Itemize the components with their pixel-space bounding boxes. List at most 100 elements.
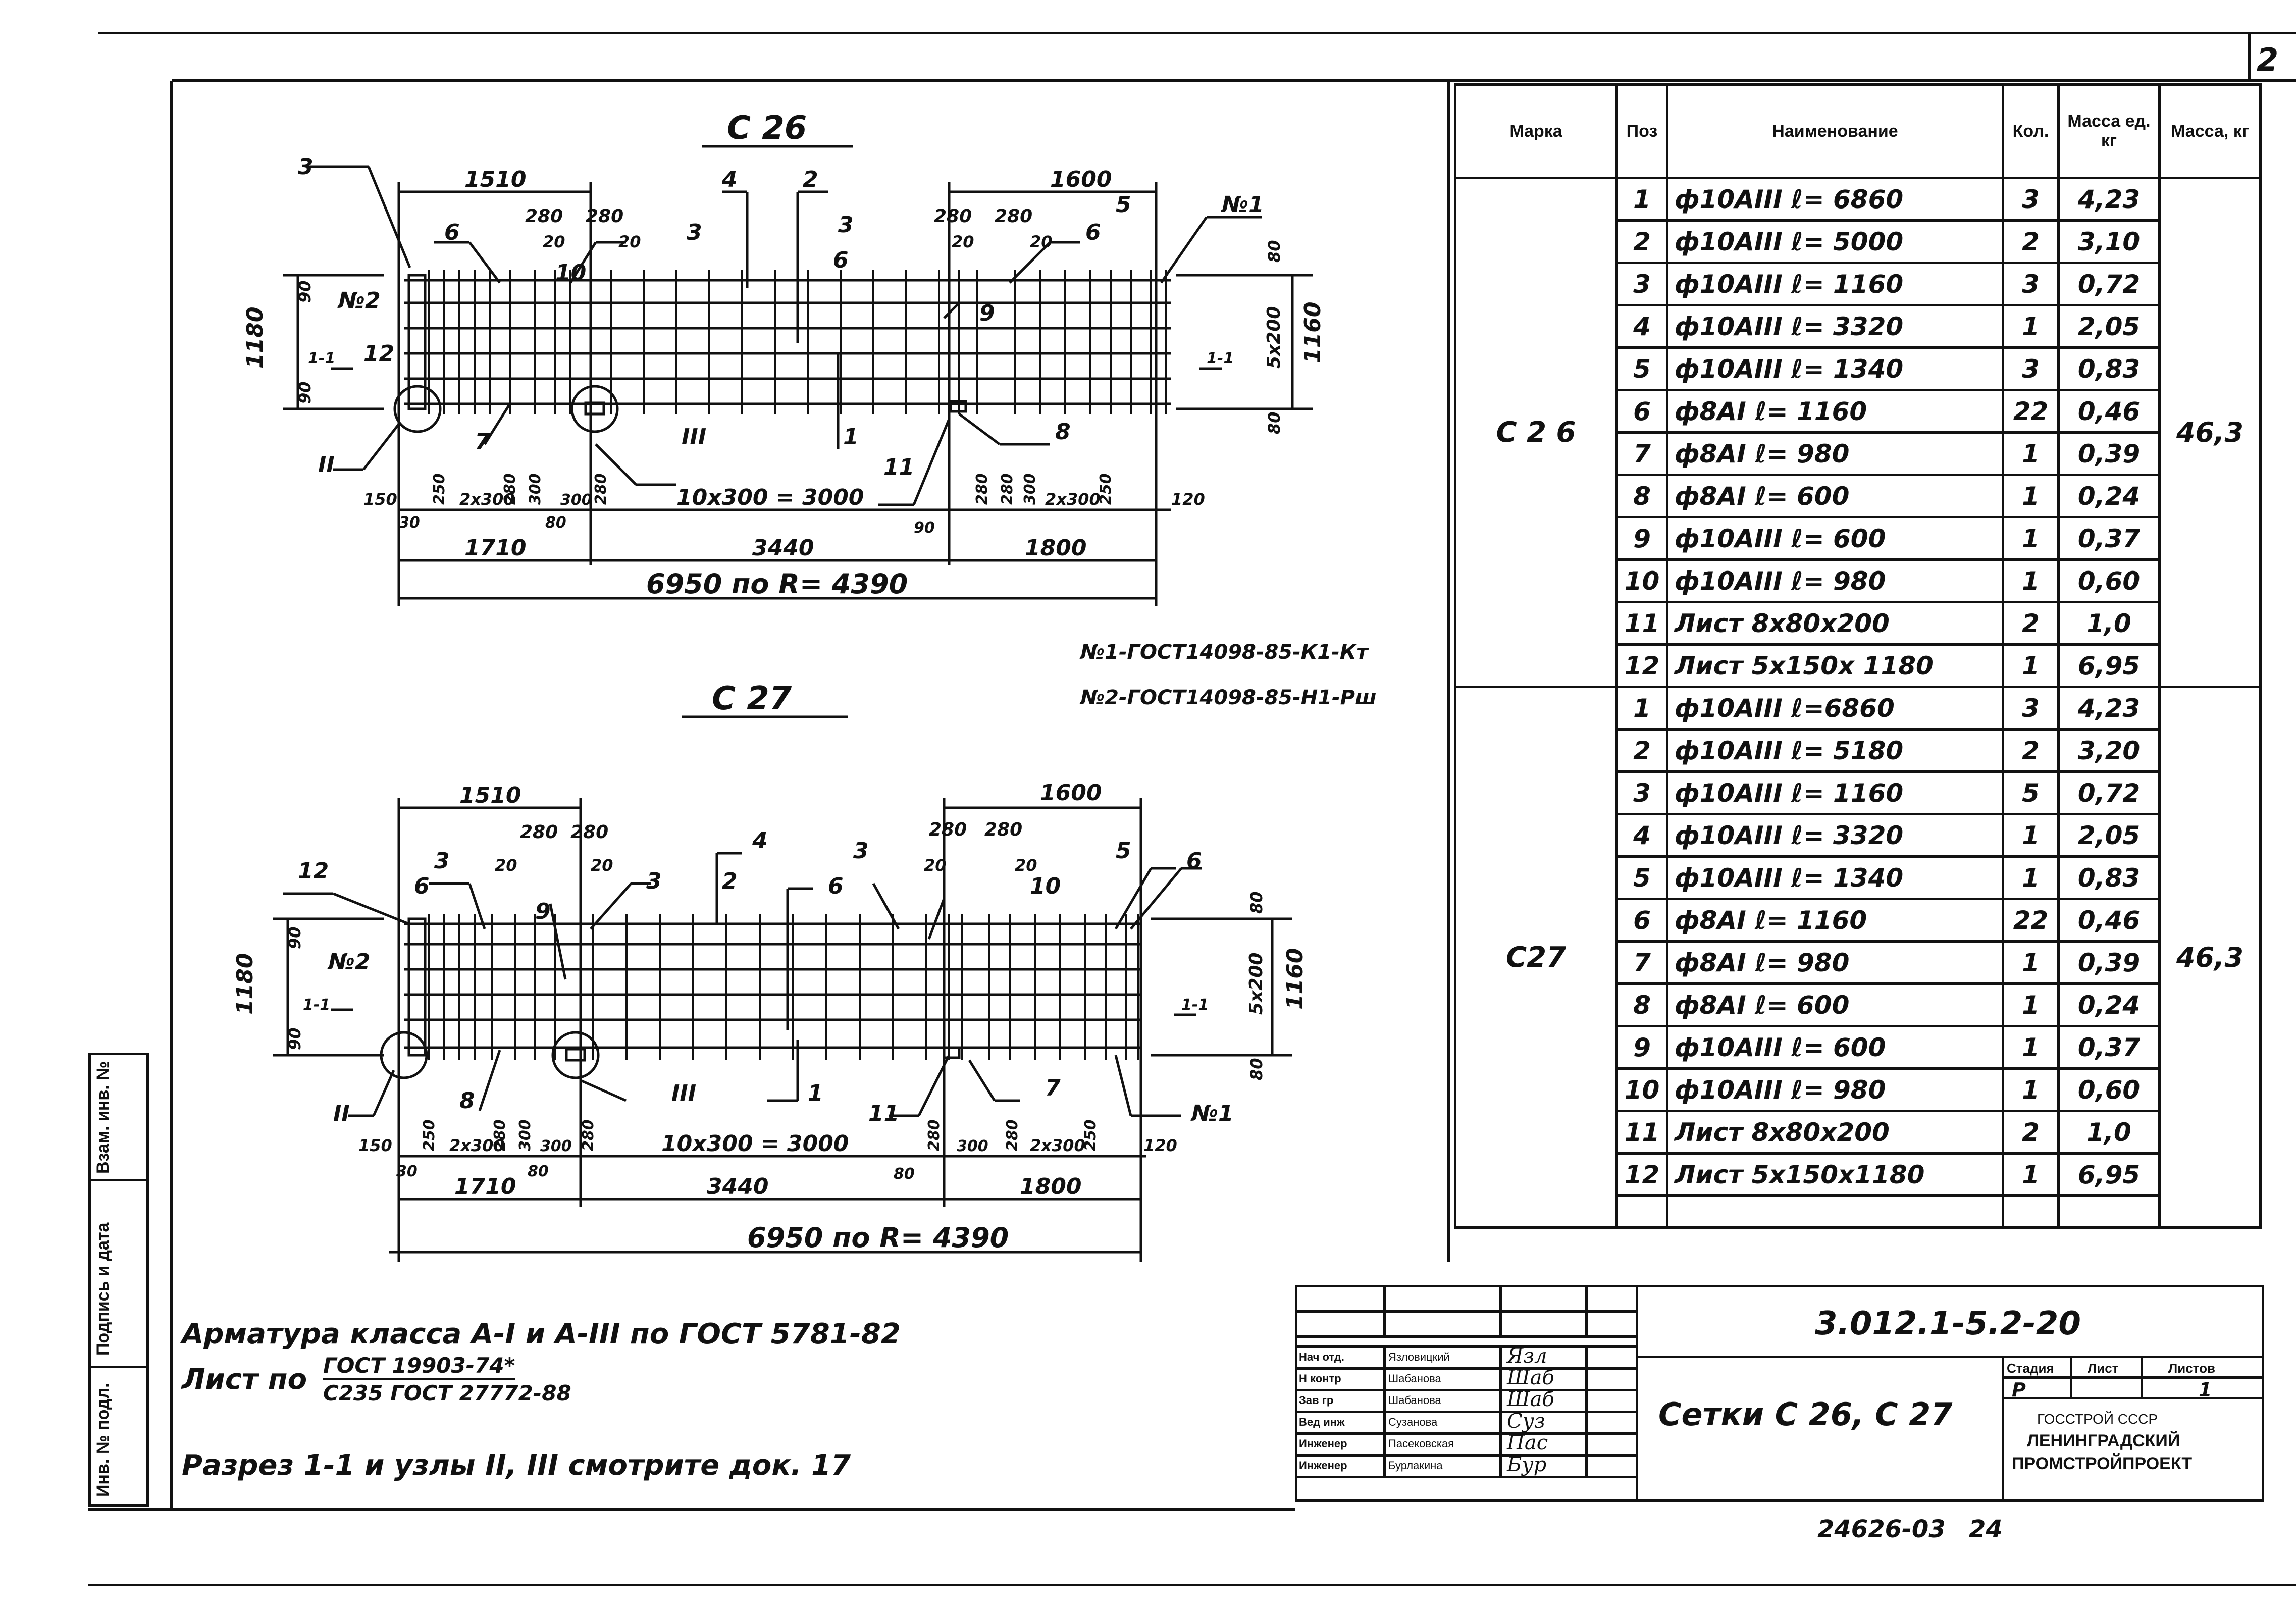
- pos-label: 8: [1055, 419, 1071, 445]
- pos-cell: 11: [1615, 1110, 1668, 1155]
- pos-label: 10: [1030, 873, 1061, 899]
- pos-label: 6: [828, 873, 844, 899]
- dim-label: 90: [285, 1027, 304, 1050]
- table-header-row: Марка Поз Наименование Кол. Масса ед. кг…: [1454, 83, 2262, 179]
- pos-label: 6: [833, 247, 849, 273]
- dim-label: 280: [525, 206, 563, 227]
- pos-cell: 8: [1615, 474, 1668, 518]
- name-cell: ф8АI ℓ= 600: [1666, 474, 2004, 518]
- sheet-number: 2: [2257, 41, 2278, 78]
- dim-label: 20: [618, 232, 641, 251]
- unit-mass-cell: 0,60: [2057, 1067, 2161, 1112]
- pos-label: 11: [883, 454, 914, 480]
- dim-label: 1600: [1050, 167, 1112, 192]
- dim-label: 150: [363, 490, 397, 509]
- dim-label: 280: [1004, 1119, 1021, 1151]
- dim-label: 20: [1030, 232, 1053, 251]
- grid-cell: [1295, 1310, 1386, 1338]
- dim-label: 1710: [464, 535, 526, 561]
- dim-label: 3440: [752, 535, 814, 561]
- unit-mass-cell: 6,95: [2057, 643, 2161, 688]
- margin-inv-orig: Инв. № подл.: [93, 1383, 113, 1497]
- col-header-mark: Марка: [1454, 83, 1618, 179]
- pos-label: 3: [853, 838, 869, 864]
- unit-mass-cell: 0,83: [2057, 346, 2161, 391]
- grid-cell: [1295, 1285, 1386, 1313]
- doc-number: 24626-03: [1817, 1515, 1946, 1543]
- qty-cell: 1: [2002, 304, 2060, 349]
- pos-label: 8: [459, 1088, 475, 1114]
- pos-label: №1: [1190, 1101, 1234, 1126]
- dim-label: 250: [431, 473, 448, 505]
- qty-cell: 22: [2002, 898, 2060, 943]
- sheets-value: 1: [2199, 1379, 2212, 1401]
- org-line2: ЛЕНИНГРАДСКИЙ: [2027, 1431, 2180, 1450]
- pos-cell: 1: [1615, 177, 1668, 222]
- grid-cell: [1585, 1454, 1638, 1478]
- dim-label: 150: [358, 1136, 392, 1155]
- mark-cell: С27: [1454, 686, 1618, 1229]
- name-cell: ф10АIII ℓ= 5000: [1666, 219, 2004, 264]
- unit-mass-cell: 1,0: [2057, 1110, 2161, 1155]
- qty-cell: 1: [2002, 516, 2060, 561]
- qty-cell: 5: [2002, 770, 2060, 815]
- person-name: Сузанова: [1388, 1416, 1438, 1428]
- pos-cell: 8: [1615, 982, 1668, 1027]
- pos-cell: 6: [1615, 898, 1668, 943]
- grid-cell: [1585, 1285, 1638, 1313]
- qty-cell: 2: [2002, 601, 2060, 646]
- grid-cell: [1585, 1411, 1638, 1435]
- name-cell: ф10АIII ℓ= 1160: [1666, 770, 2004, 815]
- dim-label: 80: [894, 1165, 915, 1183]
- dim-label: 280: [520, 822, 558, 843]
- pos-label: 11: [868, 1101, 899, 1126]
- unit-mass-cell: 0,24: [2057, 982, 2161, 1027]
- dim-label: 20: [591, 856, 613, 875]
- org-line1: ГОССТРОЙ СССР: [2037, 1411, 2158, 1427]
- product-name: Сетки С 26, С 27: [1658, 1396, 1953, 1433]
- stage-header: Стадия: [2007, 1361, 2054, 1376]
- pos-label: 3: [298, 154, 314, 180]
- pos-label: 3: [434, 848, 450, 874]
- dim-label: 300: [560, 491, 592, 509]
- dim-label: 3440: [707, 1174, 768, 1200]
- specification-table: Марка Поз Наименование Кол. Масса ед. кг…: [1454, 83, 2262, 1229]
- pos-cell: 7: [1615, 431, 1668, 476]
- section-label: 1-1: [303, 996, 330, 1014]
- qty-cell: 1: [2002, 1067, 2060, 1112]
- pos-label: 7: [475, 429, 490, 455]
- dim-label: 280: [995, 206, 1032, 227]
- dim-label: 2х300: [459, 490, 515, 509]
- name-cell: ф10АIII ℓ= 980: [1666, 1067, 2004, 1112]
- empty-cell: [2057, 1194, 2161, 1229]
- pos-label: 5: [1116, 192, 1131, 218]
- grid-cell: [1383, 1310, 1502, 1338]
- name-cell: ф8АI ℓ= 600: [1666, 982, 2004, 1027]
- dim-label: 1180: [242, 307, 268, 369]
- name-cell: Лист 8х80х200: [1666, 601, 2004, 646]
- person-name: Язловицкий: [1388, 1351, 1450, 1363]
- signature: Бур: [1507, 1453, 1547, 1476]
- name-cell: ф8АI ℓ= 980: [1666, 431, 2004, 476]
- pos-label: II: [333, 1101, 350, 1126]
- pos-cell: 5: [1615, 346, 1668, 391]
- mesh-drawing-c27: С 27 12 3 4 3 5 6 6 9 3 2 6 10 №2 8 III …: [232, 680, 1308, 1262]
- page-number: 24: [1969, 1515, 2003, 1543]
- dim-label: 20: [952, 232, 974, 251]
- dim-label: 250: [1082, 1119, 1100, 1151]
- pos-label: №1: [1221, 192, 1264, 218]
- pos-label: II: [318, 452, 335, 478]
- signature: Шаб: [1507, 1388, 1554, 1411]
